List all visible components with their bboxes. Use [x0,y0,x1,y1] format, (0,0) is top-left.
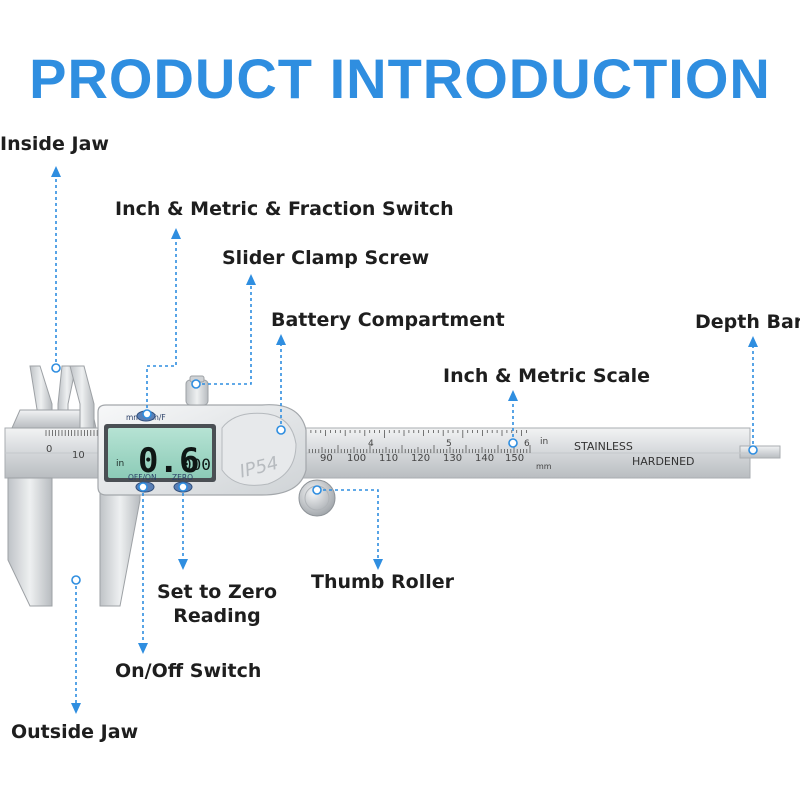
label-inside-jaw: Inside Jaw [0,133,109,155]
mm-number: 10 [72,450,85,461]
mm-number: 0 [46,444,52,455]
mm-number: 150 [505,453,524,464]
off-button-label: OFF/ON [128,473,157,482]
label-clamp-screw: Slider Clamp Screw [222,247,430,269]
scale-mm-unit: mm [536,462,552,471]
label-thumb-roller: Thumb Roller [311,571,454,593]
thumb-roller[interactable] [298,479,336,517]
label-zero-line1: Set to Zero [156,581,278,603]
callout-lines [55,176,754,704]
mm-number: 140 [475,453,494,464]
engraving: STAINLESS HARDENED [574,440,695,468]
label-unit-switch: Inch & Metric & Fraction Switch [115,198,454,220]
label-scale: Inch & Metric Scale [443,365,650,387]
label-zero-line2: Reading [173,605,261,627]
label-depth-bar: Depth Bar [695,311,800,333]
label-battery: Battery Compartment [271,309,505,331]
engraving-hardened: HARDENED [632,455,695,468]
mm-number: 130 [443,453,462,464]
scale-inch-unit: in [540,437,548,447]
lcd-unit: in [116,459,124,469]
lcd-reading: 0.6 [138,441,199,481]
zero-button-label: ZERO [172,473,193,482]
engraving-stainless: STAINLESS [574,440,633,453]
inch-number: 6 [524,439,530,449]
mm-number: 100 [347,453,366,464]
fixed-jaw [7,365,97,607]
depth-bar [739,445,781,459]
label-on-off: On/Off Switch [115,660,262,682]
mm-number: 110 [379,453,398,464]
mm-number: 90 [320,453,333,464]
label-outside-jaw: Outside Jaw [11,721,139,743]
inch-number: 4 [368,439,374,449]
callout-markers [51,363,758,585]
mm-number: 120 [411,453,430,464]
label-zero: Set to Zero Reading [151,580,283,628]
lcd-fraction: 000 [182,455,211,474]
sliding-jaw [69,365,141,607]
page-title: PRODUCT INTRODUCTION [29,47,771,110]
callout-arrows [51,166,758,714]
scale-ticks [45,430,531,453]
scale-numbers: 0 10 90 100 110 120 130 140 150 4 5 6 in… [46,437,552,471]
lcd-screen: in 0.6 000 [104,424,216,482]
inch-number: 5 [446,439,452,449]
